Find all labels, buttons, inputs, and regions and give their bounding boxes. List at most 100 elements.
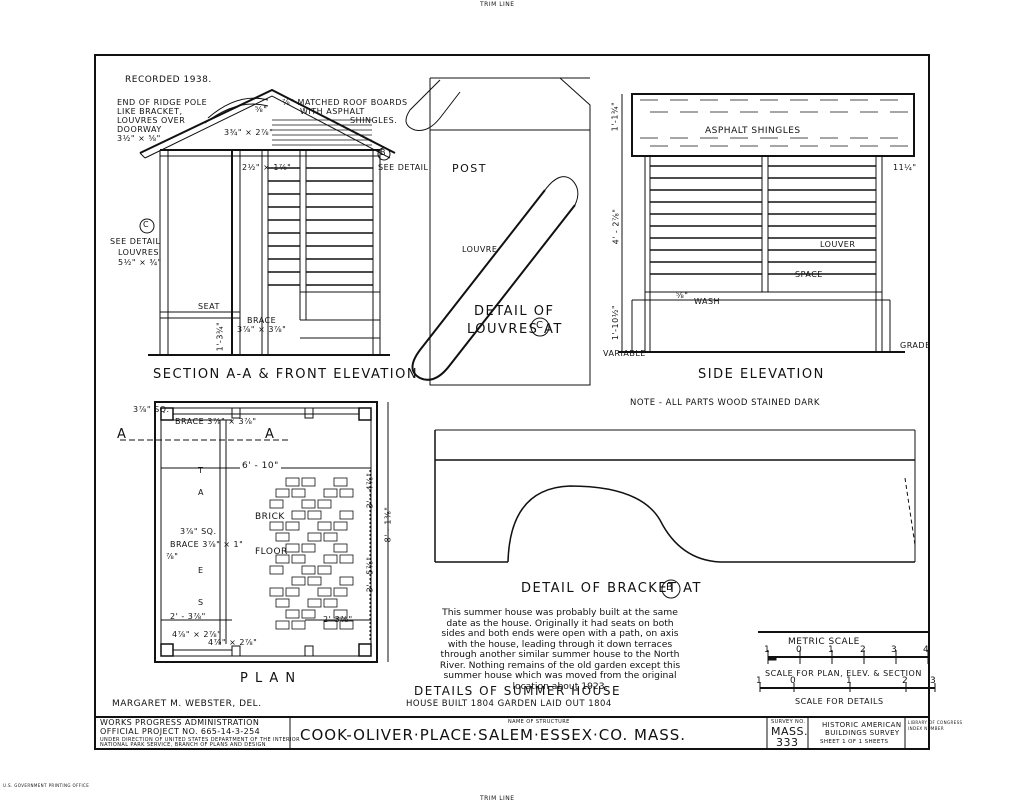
survey-number: 333 <box>776 736 799 749</box>
ridge-note-5: 3½" × ⅝" <box>117 134 161 143</box>
wash-label: WASH <box>694 297 721 306</box>
recorded-note: RECORDED 1938. <box>125 75 212 85</box>
structure-name: COOK-OLIVER·PLACE·SALEM·ESSEX·CO. MASS. <box>300 726 687 744</box>
louvre-label: LOUVRE <box>462 245 498 254</box>
plan-dim-top: 3⅞" sq. <box>133 405 170 414</box>
scale-tick-label: 1 <box>764 645 771 655</box>
title-block-frame <box>94 716 930 750</box>
metric-scale-bar <box>758 631 929 664</box>
scale-tick-label: 2 <box>860 645 867 655</box>
space-label: SPACE <box>795 270 823 279</box>
ridge-note-4: DOORWAY <box>117 125 162 134</box>
habs-line-2: BUILDINGS SURVEY <box>825 729 900 737</box>
dim-small-7-8: ⅞" <box>166 552 179 561</box>
side-title: SIDE ELEVATION <box>698 367 825 382</box>
habs-line-1: HISTORIC AMERICAN <box>822 721 902 729</box>
dim-6-10: 6' - 10" <box>240 461 281 471</box>
see-detail-c: SEE DETAIL <box>110 237 161 246</box>
marker-b-circle-detail <box>661 579 681 599</box>
louvres-label-2: 5½" × ¾" <box>118 258 162 267</box>
dim-4-2-7-8: 4' - 2⅞" <box>611 208 621 245</box>
dim-1-10-1-2: 1'-10½" <box>611 304 621 341</box>
scale-tick-label: 1 <box>756 676 763 686</box>
post-label: POST <box>452 162 487 175</box>
wpa-line-3: UNDER DIRECTION OF UNITED STATES DEPARTM… <box>100 737 300 743</box>
dim-4-7-8: 4⅞" × 2⅞" <box>172 630 222 639</box>
side-elevation <box>618 93 915 353</box>
seat-letter-s: S <box>198 598 204 607</box>
bracket-title: DETAIL OF BRACKET AT <box>521 581 702 596</box>
scale-details-label: SCALE FOR DETAILS <box>795 697 884 706</box>
section-title: SECTION A-A & FRONT ELEVATION <box>153 367 419 382</box>
roof-note-2: WITH ASPHALT <box>300 107 365 116</box>
wpa-line-2: OFFICIAL PROJECT NO. 665-14-3-254 <box>100 727 261 736</box>
seat-letter-t: T <box>198 466 204 475</box>
description-paragraph: This summer house was probably built at … <box>439 607 681 692</box>
section-front-elevation <box>139 88 396 356</box>
plan-title: P L A N <box>240 671 297 686</box>
delineator: MARGARET M. WEBSTER, DEL. <box>112 699 262 709</box>
wpa-line-4: NATIONAL PARK SERVICE, BRANCH OF PLANS A… <box>100 742 266 748</box>
scale-tick-label: 3 <box>891 645 898 655</box>
survey-state: MASS. <box>771 725 808 738</box>
details-scale-bar <box>759 683 936 692</box>
wpa-line-1: WORKS PROGRESS ADMINISTRATION <box>100 718 260 727</box>
louvres-label-1: LOUVRES <box>118 248 159 257</box>
brick-label: BRICK <box>255 512 285 522</box>
dim-3-3-4: 3¾" × 2⅞" <box>224 128 274 137</box>
printer-note: U.S. GOVERNMENT PRINTING OFFICE <box>3 783 90 788</box>
dim-2-1-2: 2½" × 1⅞" <box>242 163 292 172</box>
scale-tick-label: 3 <box>930 676 937 686</box>
loc-note-1: LIBRARY OF CONGRESS <box>908 720 963 725</box>
seat-letter-e: E <box>198 566 204 575</box>
scale-tick-label: 2 <box>902 676 909 686</box>
brace-plan-mid: BRACE 3⅞" × 1" <box>170 540 244 549</box>
dim-8-1-3-8: 8' - 1⅜" <box>383 506 393 543</box>
dim-top-small: ⅝" <box>255 105 268 114</box>
brace-label-2: 3⅞" × 3⅞" <box>237 325 287 334</box>
scale-tick-label: 1 <box>846 676 853 686</box>
marker-b-circle-elev <box>377 147 391 161</box>
marker-b-elev: B <box>380 148 386 157</box>
grade-label: GRADE <box>900 341 931 350</box>
dim-4-7-8-b: 4⅞" × 2⅞" <box>208 638 258 647</box>
louver-label: LOUVER <box>820 240 856 249</box>
bracket-detail <box>434 429 916 563</box>
marker-b-detail: B <box>666 582 673 593</box>
metric-scale-label: METRIC SCALE <box>788 637 860 647</box>
dim-1-3-4: 1'-3¾" <box>215 321 225 352</box>
dim-11-1-4: 11¼" <box>893 163 917 172</box>
dim-2-3-7-8-b: 2'-3⅞" <box>323 615 353 624</box>
louvre-detail <box>405 77 591 386</box>
roof-note-3: SHINGLES. <box>350 116 398 125</box>
brace-label-1: BRACE <box>247 316 277 325</box>
scale-tick-label: 4 <box>923 645 930 655</box>
scale-tick-label: 0 <box>796 645 803 655</box>
scale-plan-label: SCALE FOR PLAN, ELEV. & SECTION <box>765 669 922 678</box>
dim-1-1-3-4: 1'-1¾" <box>610 101 620 132</box>
scale-tick-label: 0 <box>790 676 797 686</box>
marker-c-detail: C <box>536 320 543 331</box>
ridge-note-2: LIKE BRACKET, <box>117 107 183 116</box>
see-detail-b: SEE DETAIL <box>378 163 429 172</box>
section-marker-right: A <box>265 427 276 442</box>
section-marker-left: A <box>117 427 128 442</box>
sheet-line: SHEET 1 OF 1 SHEETS <box>820 739 889 745</box>
wash-dim: ⅝" <box>676 291 689 300</box>
floor-label: FLOOR <box>255 547 288 557</box>
loc-note-2: INDEX NUMBER <box>908 726 945 731</box>
seat-letter-a: A <box>198 488 204 497</box>
dim-3-4-7-8: 3' - 4⅞" <box>365 472 375 509</box>
built-line: HOUSE BUILT 1804 GARDEN LAID OUT 1804 <box>406 699 612 709</box>
note-stained: NOTE - ALL PARTS WOOD STAINED DARK <box>630 398 820 408</box>
ridge-note-1: END OF RIDGE POLE <box>117 98 208 107</box>
marker-c-circle-detail <box>530 317 550 337</box>
marker-c-circle-elev <box>139 218 155 234</box>
seat-label: SEAT <box>198 302 220 311</box>
trim-line-top: TRIM LINE <box>480 1 515 8</box>
detail-louvres-2: LOUVRES AT <box>467 322 563 337</box>
scale-tick-label: 1 <box>828 645 835 655</box>
dim-3-5-7-8: 3' - 5⅞" <box>365 556 375 593</box>
plan-view <box>120 401 389 663</box>
